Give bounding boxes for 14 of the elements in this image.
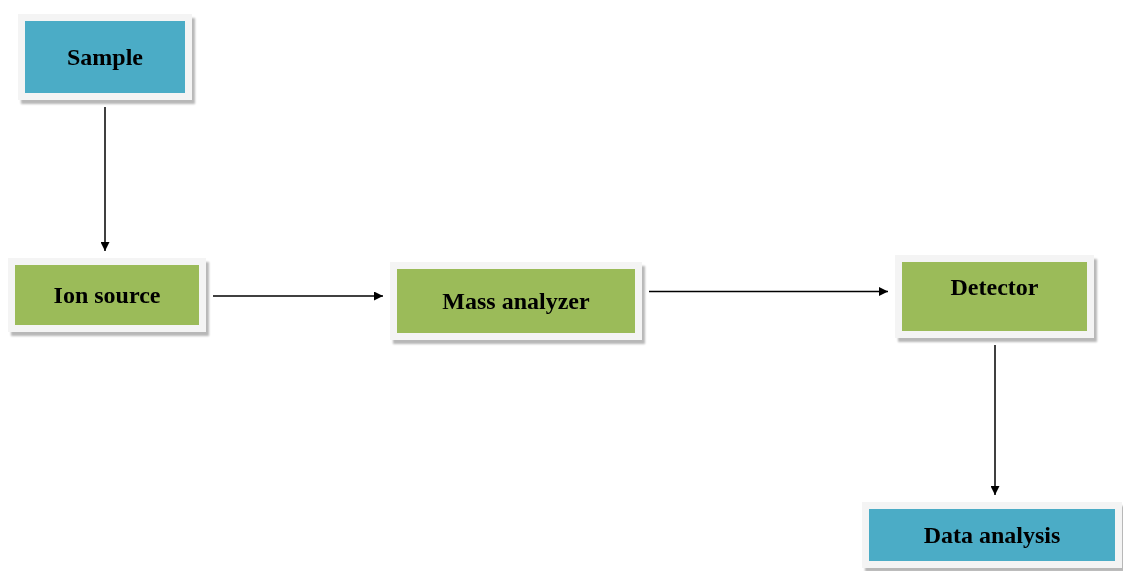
box-label: Detector [950, 274, 1039, 301]
terminal-box [862, 502, 1122, 568]
box-label: Sample [67, 43, 143, 71]
process-box [390, 262, 642, 340]
arrow [648, 287, 889, 296]
box-label: Ion source [53, 281, 161, 309]
process-box [895, 255, 1094, 338]
box-label: Data analysis [923, 521, 1061, 549]
box-label: Mass analyzer [442, 287, 590, 315]
arrow [990, 344, 1000, 496]
arrow [212, 291, 384, 301]
arrow [100, 106, 110, 252]
process-box [8, 258, 206, 332]
terminal-box [18, 14, 192, 100]
